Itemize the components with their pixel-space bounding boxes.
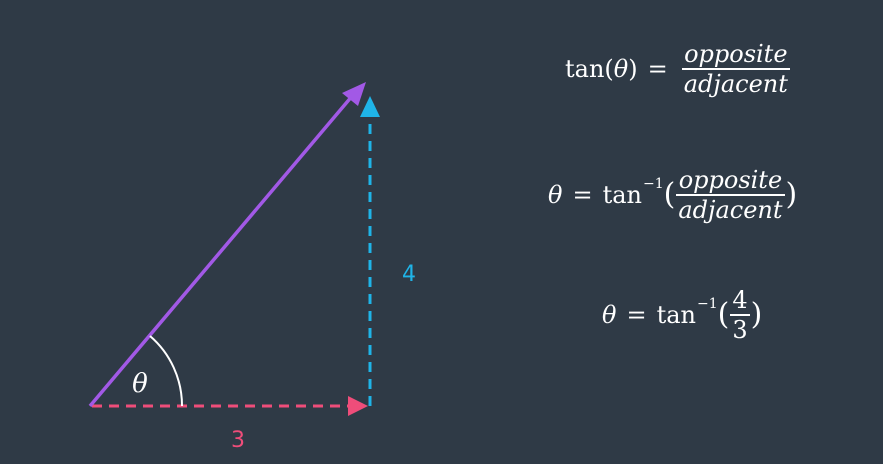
adjacent-arrowhead bbox=[348, 396, 368, 416]
f3-equals: = bbox=[626, 300, 647, 329]
f1-lhs-fn: tan( bbox=[565, 54, 614, 83]
f3-exponent: −1 bbox=[696, 295, 718, 312]
f2-open-paren: ( bbox=[663, 177, 676, 213]
f1-fraction: opposite adjacent bbox=[681, 40, 790, 98]
f2-exponent: −1 bbox=[642, 175, 664, 192]
formula-tangent-definition: tan(θ) = opposite adjacent bbox=[565, 40, 794, 98]
f1-fraction-bar bbox=[681, 68, 790, 70]
f2-fn: tan bbox=[602, 180, 642, 209]
formula-inverse-tangent-values: θ = tan−1( 4 3 ) bbox=[602, 286, 762, 344]
hypotenuse bbox=[88, 93, 355, 408]
f1-numerator: opposite bbox=[684, 40, 788, 68]
f3-lhs: θ bbox=[602, 300, 617, 329]
f3-fn: tan bbox=[656, 300, 696, 329]
f3-close-paren: ) bbox=[750, 297, 763, 333]
f2-lhs: θ bbox=[548, 180, 563, 209]
f2-fraction: opposite adjacent bbox=[676, 166, 785, 224]
f1-lhs-var: θ bbox=[613, 54, 629, 83]
f2-fraction-bar bbox=[676, 194, 785, 196]
f3-open-paren: ( bbox=[717, 297, 730, 333]
angle-arc bbox=[149, 335, 184, 407]
hypotenuse-arrowhead bbox=[342, 82, 366, 106]
f1-denominator: adjacent bbox=[683, 69, 788, 98]
f2-denominator: adjacent bbox=[678, 195, 783, 224]
f1-lhs-close: ) bbox=[628, 54, 638, 83]
opposite-arrowhead bbox=[360, 96, 380, 117]
f2-close-paren: ) bbox=[785, 177, 798, 213]
f1-equals: = bbox=[647, 54, 668, 83]
formula-inverse-tangent: θ = tan−1( opposite adjacent ) bbox=[548, 166, 797, 224]
f2-numerator: opposite bbox=[678, 166, 783, 194]
f3-numerator: 4 bbox=[732, 286, 748, 314]
opposite-length-label: 4 bbox=[402, 262, 416, 287]
f3-fraction-bar bbox=[730, 314, 750, 316]
angle-label: θ bbox=[132, 369, 148, 399]
f2-equals: = bbox=[572, 180, 593, 209]
f3-denominator: 3 bbox=[732, 315, 748, 344]
adjacent-length-label: 3 bbox=[231, 428, 245, 453]
f3-fraction: 4 3 bbox=[730, 286, 750, 344]
